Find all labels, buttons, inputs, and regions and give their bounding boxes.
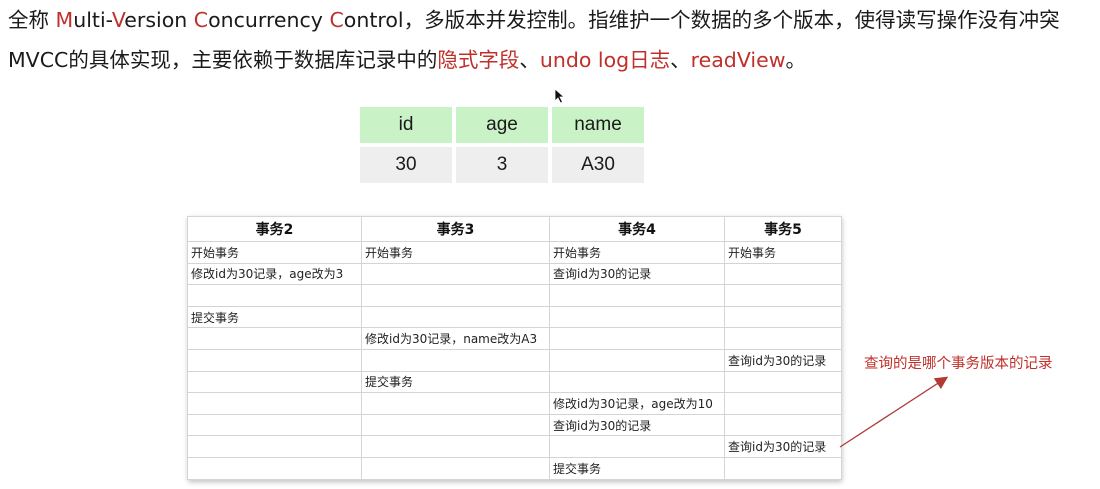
record-table-header: id age name <box>360 107 644 143</box>
transaction-table-row: 查询id为30的记录 <box>187 348 842 372</box>
transaction-table-row <box>187 284 842 307</box>
intro-separator: 、 <box>519 48 540 72</box>
transaction-cell: 查询id为30的记录 <box>549 262 725 286</box>
transaction-cell: 提交事务 <box>549 456 725 480</box>
transaction-cell <box>187 435 362 458</box>
intro-highlight-c2: C <box>329 8 344 32</box>
transaction-cell: 修改id为30记录，name改为A3 <box>361 327 550 350</box>
transaction-cell: 查询id为30的记录 <box>724 348 842 372</box>
annotation-label: 查询的是哪个事务版本的记录 <box>864 356 1053 372</box>
transaction-table-row: 查询id为30的记录 <box>187 435 842 458</box>
transaction-table-container: 事务2 事务3 事务4 事务5 开始事务开始事务开始事务开始事务修改id为30记… <box>187 216 842 480</box>
intro-text: 。 <box>785 48 806 72</box>
intro-text: MVCC的具体实现，主要依赖于数据库记录中的 <box>8 48 438 72</box>
intro-paragraph: 全称 Multi-Version Concurrency Control，多版本… <box>8 0 1096 80</box>
intro-text: oncurrency <box>208 8 330 32</box>
transaction-cell: 提交事务 <box>361 370 550 394</box>
transaction-table-row: 提交事务 <box>187 305 842 329</box>
transaction-header-cell: 事务4 <box>549 216 725 242</box>
record-header-cell: id <box>360 107 452 143</box>
keyword-hidden-fields: 隐式字段 <box>437 48 520 72</box>
keyword-undo-log: undo log日志 <box>539 48 671 72</box>
transaction-cell: 提交事务 <box>187 305 362 329</box>
transaction-cell <box>187 413 362 437</box>
transaction-header-cell: 事务2 <box>187 216 362 242</box>
transaction-header-cell: 事务3 <box>361 216 550 242</box>
transaction-cell <box>549 327 725 350</box>
intro-highlight-m: M <box>55 8 74 32</box>
transaction-table-header: 事务2 事务3 事务4 事务5 <box>187 216 842 242</box>
transaction-cell <box>724 305 842 329</box>
intro-text: ersion <box>124 8 194 32</box>
transaction-cell <box>549 348 725 372</box>
keyword-read-view: readView <box>690 48 786 72</box>
transaction-cell <box>187 370 362 394</box>
transaction-cell <box>549 435 725 458</box>
intro-line-2: MVCC的具体实现，主要依赖于数据库记录中的隐式字段、undo log日志、re… <box>8 40 1096 80</box>
transaction-table-row: 提交事务 <box>187 370 842 394</box>
transaction-cell <box>361 456 550 480</box>
intro-highlight-c1: C <box>193 8 209 32</box>
transaction-cell <box>361 435 550 458</box>
transaction-cell <box>187 284 362 307</box>
intro-text: ontrol，多版本并发控制。指维护一个数据的多个版本，使得读写操作没有冲突 <box>343 8 1060 32</box>
transaction-cell: 查询id为30的记录 <box>549 413 725 437</box>
transaction-cell <box>361 348 550 372</box>
transaction-cell <box>361 262 550 286</box>
record-cell: 3 <box>456 147 548 183</box>
record-table: id age name 30 3 A30 <box>356 103 648 187</box>
transaction-header-cell: 事务5 <box>724 216 842 242</box>
annotation-arrow-icon <box>839 376 949 448</box>
transaction-cell <box>361 413 550 437</box>
transaction-cell: 开始事务 <box>549 241 725 264</box>
transaction-cell: 修改id为30记录，age改为3 <box>187 262 362 286</box>
transaction-cell <box>187 456 362 480</box>
transaction-cell <box>724 327 842 350</box>
transaction-table-row: 提交事务 <box>187 456 842 480</box>
transaction-table-row: 修改id为30记录，age改为3 查询id为30的记录 <box>187 262 842 286</box>
transaction-cell <box>549 305 725 329</box>
transaction-table-row: 查询id为30的记录 <box>187 413 842 437</box>
transaction-cell: 开始事务 <box>724 241 842 264</box>
transaction-table-row: 修改id为30记录，name改为A3 <box>187 327 842 350</box>
record-header-cell: name <box>552 107 644 143</box>
transaction-cell <box>724 284 842 307</box>
record-cell: A30 <box>552 147 644 183</box>
transaction-cell <box>187 392 362 415</box>
transaction-table-row: 开始事务开始事务开始事务开始事务 <box>187 241 842 264</box>
mouse-cursor-icon <box>554 88 566 104</box>
intro-separator: 、 <box>670 48 691 72</box>
transaction-cell <box>187 348 362 372</box>
transaction-cell <box>187 327 362 350</box>
record-header-cell: age <box>456 107 548 143</box>
intro-text: ulti- <box>73 8 112 32</box>
transaction-cell <box>361 392 550 415</box>
transaction-cell <box>361 305 550 329</box>
transaction-cell: 查询id为30的记录 <box>724 435 842 458</box>
transaction-cell <box>724 456 842 480</box>
transaction-cell: 开始事务 <box>361 241 550 264</box>
transaction-cell <box>549 284 725 307</box>
record-cell: 30 <box>360 147 452 183</box>
transaction-table: 事务2 事务3 事务4 事务5 开始事务开始事务开始事务开始事务修改id为30记… <box>187 216 842 480</box>
intro-text: 全称 <box>8 8 56 32</box>
intro-highlight-v: V <box>111 8 125 32</box>
transaction-table-row: 修改id为30记录，age改为10 <box>187 392 842 415</box>
record-table-row: 30 3 A30 <box>360 147 644 183</box>
transaction-cell <box>361 284 550 307</box>
transaction-cell <box>549 370 725 394</box>
intro-line-1: 全称 Multi-Version Concurrency Control，多版本… <box>8 0 1096 40</box>
transaction-cell <box>724 262 842 286</box>
transaction-cell: 开始事务 <box>187 241 362 264</box>
transaction-cell: 修改id为30记录，age改为10 <box>549 392 725 415</box>
